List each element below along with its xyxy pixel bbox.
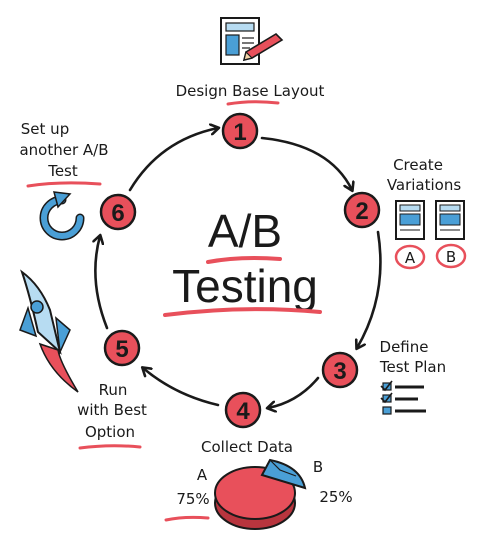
- step-5-label-line-2: with Best: [77, 401, 147, 419]
- variation-a-label: A: [405, 249, 416, 267]
- step-2-label-line-1: Create: [393, 156, 443, 174]
- step-5-group: Run with Best Option: [19, 269, 147, 450]
- center-title: A/B Testing: [163, 205, 322, 317]
- step-1-underline: [226, 100, 280, 106]
- variation-b-label: B: [446, 248, 456, 266]
- arrow-1-to-2: [260, 136, 352, 190]
- layout-pencil-icon: [220, 17, 284, 65]
- step-3-label-line-2: Test Plan: [379, 358, 446, 376]
- step-2-number: 2: [355, 198, 368, 225]
- arrow-3-to-4: [268, 376, 320, 408]
- step-2-circle: 2: [343, 191, 381, 229]
- step-5-number: 5: [115, 336, 128, 363]
- step-6-label-line-2: another A/B: [19, 141, 108, 159]
- cycle-arrow-icon: [39, 191, 85, 241]
- step-4-label: Collect Data: [201, 438, 293, 456]
- variation-a-badge: A: [394, 244, 426, 270]
- step-6-circle: 6: [99, 193, 137, 231]
- title-underline-1: [206, 256, 282, 264]
- step-1-label: Design Base Layout: [176, 82, 325, 100]
- variation-screens-icon: [395, 200, 465, 240]
- pie-b-value: 25%: [319, 488, 352, 506]
- title-line-1: A/B: [208, 205, 282, 257]
- title-underline-2: [163, 307, 322, 317]
- title-line-2: Testing: [172, 260, 318, 312]
- step-6-underline: [26, 181, 102, 188]
- step-4-group: Collect Data A 75% B 25%: [164, 438, 353, 530]
- step-6-label-line-1: Set up: [21, 120, 69, 138]
- step-circles: 1 2 3 4 5 6: [99, 112, 381, 429]
- step-4-circle: 4: [224, 391, 262, 429]
- pie-a-value: 75%: [176, 490, 209, 508]
- pie-chart-icon: [214, 458, 307, 530]
- arrow-4-to-5: [143, 368, 220, 407]
- step-6-label-line-3: Test: [47, 162, 78, 180]
- checklist-icon: [380, 380, 426, 415]
- step-6-group: Set up another A/B Test: [19, 120, 109, 241]
- step-3-label-line-1: Define: [380, 338, 429, 356]
- pie-a-underline: [164, 515, 210, 522]
- arrow-2-to-3: [357, 230, 382, 348]
- arrow-5-to-6: [95, 236, 109, 330]
- step-5-underline: [78, 444, 142, 450]
- step-3-group: Define Test Plan: [379, 338, 446, 415]
- step-6-number: 6: [111, 200, 124, 227]
- variation-b-badge: B: [435, 243, 467, 269]
- pie-b-label: B: [313, 458, 323, 476]
- step-1-number: 1: [233, 119, 246, 146]
- step-2-label-line-2: Variations: [387, 176, 462, 194]
- step-3-number: 3: [333, 358, 346, 385]
- step-5-circle: 5: [103, 329, 141, 367]
- rocket-icon: [19, 269, 79, 393]
- step-4-number: 4: [236, 398, 250, 425]
- pie-a-label: A: [197, 466, 208, 484]
- arrow-6-to-1: [128, 128, 218, 192]
- step-5-label-line-3: Option: [85, 423, 135, 441]
- step-3-circle: 3: [321, 351, 359, 389]
- cycle-arrows: [95, 128, 382, 408]
- step-1-circle: 1: [221, 112, 259, 150]
- step-5-label-line-1: Run: [99, 381, 128, 399]
- step-1-group: Design Base Layout: [176, 17, 325, 106]
- step-2-group: Create Variations A B: [387, 156, 467, 270]
